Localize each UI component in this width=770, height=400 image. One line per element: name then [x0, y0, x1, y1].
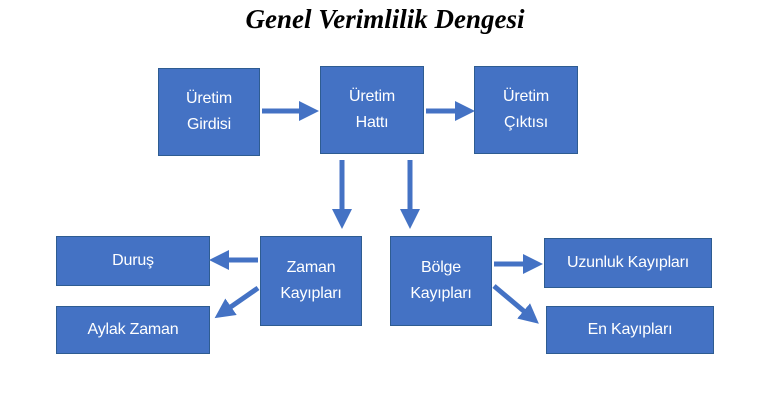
node-uretim-hatti: Üretim Hattı: [320, 66, 424, 154]
node-label: Zaman Kayıpları: [280, 259, 342, 302]
node-label: Üretim Girdisi: [186, 90, 232, 133]
node-uretim-ciktisi: Üretim Çıktısı: [474, 66, 578, 154]
node-uzunluk-kayiplari: Uzunluk Kayıpları: [544, 238, 712, 288]
diagram-title: Genel Verimlilik Dengesi: [245, 4, 525, 34]
node-label: Uzunluk Kayıpları: [567, 254, 689, 271]
node-label: Aylak Zaman: [87, 321, 179, 338]
node-uretim-girdisi: Üretim Girdisi: [158, 68, 260, 156]
arrow-zaman-to-aylak: [214, 285, 260, 319]
node-label: Üretim Hattı: [349, 88, 395, 131]
arrow-bolge-to-en: [492, 284, 539, 324]
node-zaman-kayiplari: Zaman Kayıpları: [260, 236, 362, 326]
node-label: Üretim Çıktısı: [503, 88, 549, 131]
node-en-kayiplari: En Kayıpları: [546, 306, 714, 354]
node-label: Duruş: [112, 252, 154, 269]
node-label: Bölge Kayıpları: [410, 259, 472, 302]
node-label: En Kayıpları: [587, 321, 673, 338]
node-bolge-kayiplari: Bölge Kayıpları: [390, 236, 492, 326]
node-aylak-zaman: Aylak Zaman: [56, 306, 210, 354]
